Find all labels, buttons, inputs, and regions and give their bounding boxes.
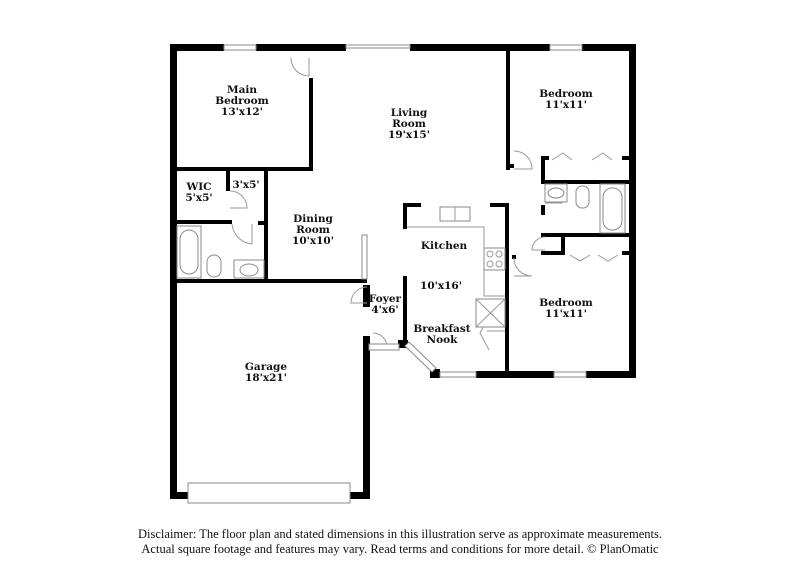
closet-label: 3'x5' <box>232 179 259 191</box>
doors <box>229 57 619 351</box>
garage-door <box>187 482 351 504</box>
fixtures <box>176 183 626 332</box>
windows <box>187 44 587 504</box>
exterior-walls <box>170 44 636 499</box>
kitchen-label: Kitchen <box>421 240 468 252</box>
disclaimer-line-1: Disclaimer: The floor plan and stated di… <box>138 527 662 541</box>
disclaimer-line-2: Actual square footage and features may v… <box>141 542 659 556</box>
kitchen-dims: 10'x16' <box>420 280 462 292</box>
interior-walls <box>170 44 636 378</box>
